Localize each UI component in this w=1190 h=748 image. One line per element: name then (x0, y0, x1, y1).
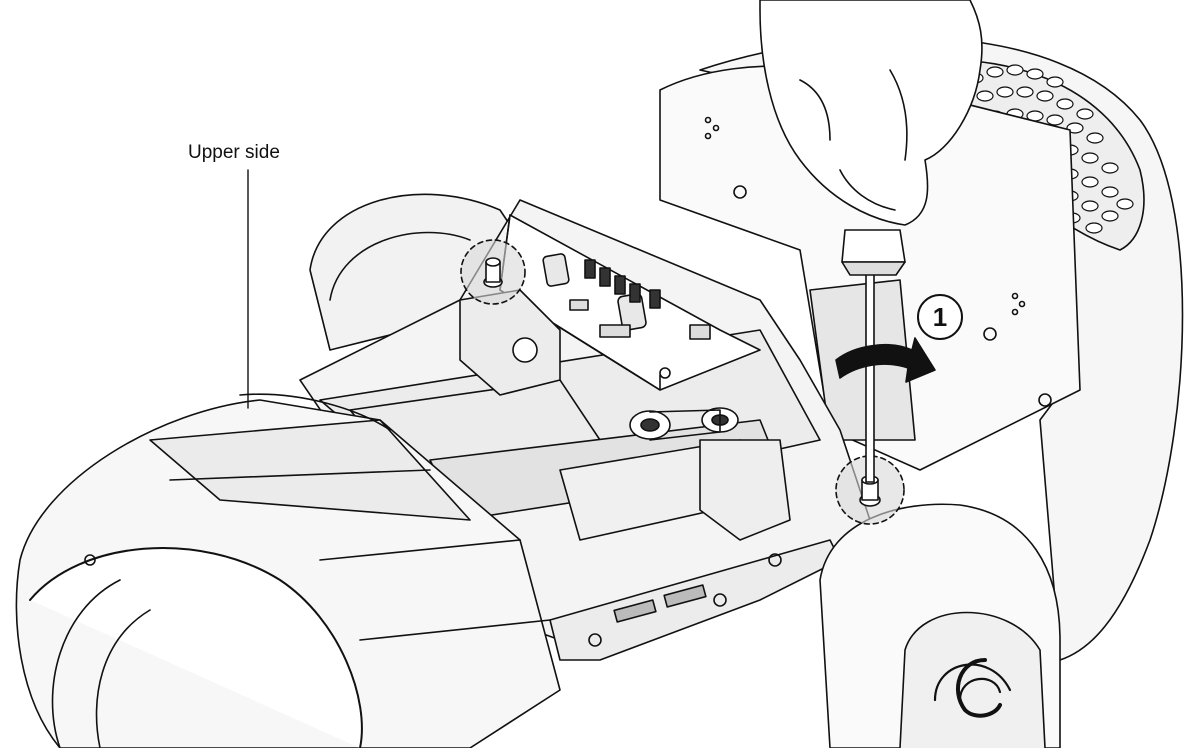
left-rear-wheel (309, 193, 521, 351)
logo-c (955, 658, 1002, 718)
lens-housing (15, 393, 561, 748)
right-front-arm (819, 503, 1061, 748)
top-screw (483, 257, 503, 288)
step-number-badge: 1 (917, 294, 963, 340)
hand (759, 0, 983, 226)
pulley-assembly (559, 407, 791, 541)
upper-side-label: Upper side (188, 142, 280, 163)
clockwise-arrow-icon (835, 337, 936, 383)
